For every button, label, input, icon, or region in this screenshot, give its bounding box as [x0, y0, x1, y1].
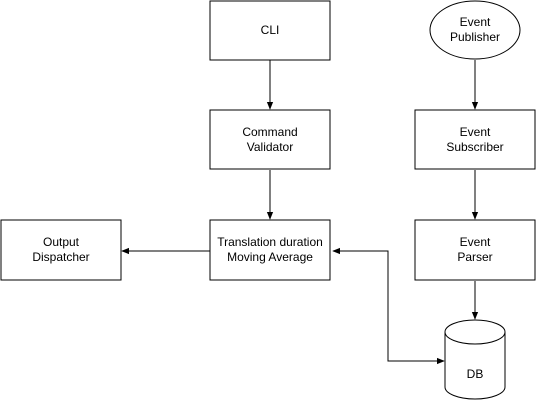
- output-dispatcher-label-line-2: Dispatcher: [32, 250, 89, 264]
- db-cylinder-body: [444, 332, 506, 400]
- translation-duration-label-line-1: Translation duration: [217, 235, 323, 249]
- event-parser-label-line-1: Event: [460, 235, 491, 249]
- node-db: DB: [444, 319, 506, 400]
- node-event-parser: Event Parser: [414, 219, 536, 281]
- node-output-dispatcher: Output Dispatcher: [0, 219, 122, 281]
- event-publisher-ellipse: [429, 0, 521, 60]
- event-parser-label-line-2: Parser: [457, 250, 492, 264]
- cli-box: [209, 0, 331, 61]
- node-command-validator: Command Validator: [209, 109, 331, 170]
- cli-label: CLI: [261, 23, 280, 37]
- command-validator-box: [209, 109, 331, 170]
- event-subscriber-label-line-2: Subscriber: [446, 140, 503, 154]
- edges: [121, 60, 479, 365]
- event-publisher-label-line-1: Event: [460, 15, 491, 29]
- event-parser-box: [414, 219, 536, 281]
- node-cli: CLI: [209, 0, 331, 61]
- output-dispatcher-box: [0, 219, 122, 281]
- db-label: DB: [467, 367, 484, 381]
- node-event-publisher: Event Publisher: [429, 0, 521, 60]
- db-cylinder-top: [444, 319, 506, 345]
- event-publisher-label-line-2: Publisher: [450, 30, 500, 44]
- node-event-subscriber: Event Subscriber: [414, 109, 536, 170]
- command-validator-label-line-1: Command: [242, 125, 297, 139]
- node-translation-duration: Translation duration Moving Average: [209, 219, 331, 281]
- output-dispatcher-label-line-1: Output: [43, 235, 80, 249]
- event-subscriber-box: [414, 109, 536, 170]
- translation-duration-box: [209, 219, 331, 281]
- command-validator-label-line-2: Validator: [247, 140, 293, 154]
- edge-translation-duration-db-bidirectional: [332, 247, 445, 365]
- event-subscriber-label-line-1: Event: [460, 125, 491, 139]
- translation-duration-label-line-2: Moving Average: [227, 250, 313, 264]
